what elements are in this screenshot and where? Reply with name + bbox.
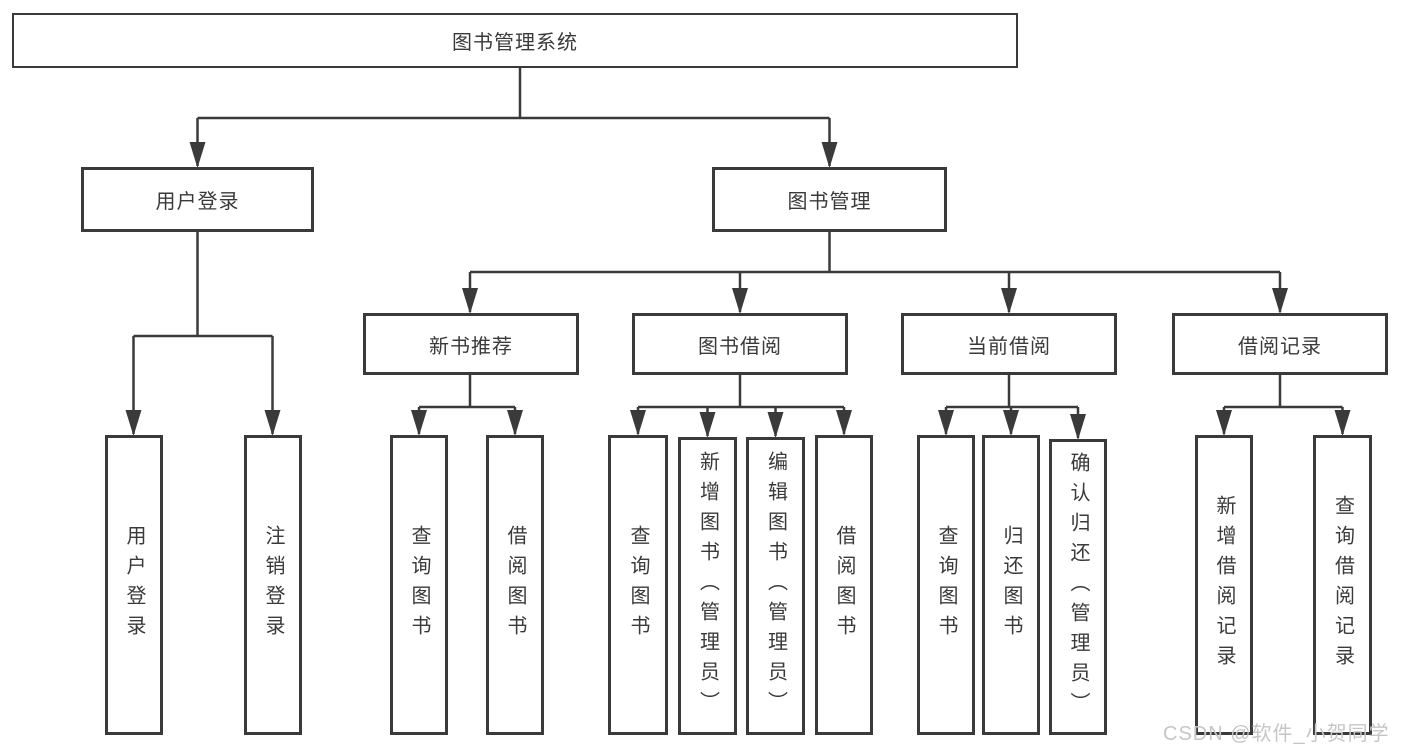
- node-leaf-add-borrow-record: 新增借阅记录: [1195, 435, 1253, 735]
- node-leaf-add-books-admin: 新增图书（管理员）: [678, 437, 737, 735]
- node-leaf-logout: 注销登录: [244, 435, 302, 735]
- node-label: 图书管理: [787, 191, 872, 213]
- node-label: 借阅记录: [1238, 335, 1322, 358]
- node-leaf-query-borrow-record: 查询借阅记录: [1313, 435, 1372, 735]
- node-leaf-borrow-books-2: 借阅图书: [815, 435, 873, 735]
- node-label: 图书借阅: [698, 335, 782, 358]
- node-leaf-confirm-return-admin: 确认归还（管理员）: [1049, 439, 1107, 735]
- watermark: CSDN @软件_小贺同学: [1163, 723, 1390, 745]
- node-leaf-edit-books-admin: 编辑图书（管理员）: [746, 437, 805, 735]
- node-label: 借阅图书: [833, 525, 855, 645]
- node-leaf-return-books: 归还图书: [982, 435, 1040, 735]
- node-leaf-query-books-2: 查询图书: [608, 435, 668, 735]
- node-new-book-recommend: 新书推荐: [363, 313, 579, 375]
- node-label: 新书推荐: [429, 335, 513, 358]
- node-leaf-borrow-books-1: 借阅图书: [486, 435, 544, 735]
- node-library-management-system: 图书管理系统: [12, 13, 1018, 68]
- node-current-borrowing: 当前借阅: [901, 313, 1117, 375]
- node-label: 编辑图书（管理员）: [764, 451, 787, 721]
- node-label: 当前借阅: [967, 335, 1051, 358]
- node-leaf-query-books-3: 查询图书: [917, 435, 975, 735]
- node-label: 图书管理系统: [452, 32, 578, 54]
- node-label: 确认归还（管理员）: [1067, 452, 1089, 722]
- node-label: 查询图书: [627, 525, 649, 645]
- node-label: 新增图书（管理员）: [696, 451, 719, 721]
- node-label: 用户登录: [155, 191, 240, 213]
- node-label: 借阅图书: [504, 525, 526, 645]
- node-label: 新增借阅记录: [1213, 495, 1235, 675]
- node-user-login: 用户登录: [81, 167, 314, 232]
- node-label: 归还图书: [1000, 525, 1022, 645]
- node-book-borrowing: 图书借阅: [632, 313, 848, 375]
- node-label: 用户登录: [123, 525, 145, 645]
- node-label: 查询图书: [408, 525, 430, 645]
- node-label: 注销登录: [262, 525, 284, 645]
- node-label: 查询图书: [935, 525, 957, 645]
- node-leaf-user-login: 用户登录: [105, 435, 163, 735]
- node-book-management: 图书管理: [712, 167, 947, 232]
- node-label: 查询借阅记录: [1331, 495, 1354, 675]
- node-leaf-query-books-1: 查询图书: [390, 435, 448, 735]
- node-borrow-records: 借阅记录: [1172, 313, 1388, 375]
